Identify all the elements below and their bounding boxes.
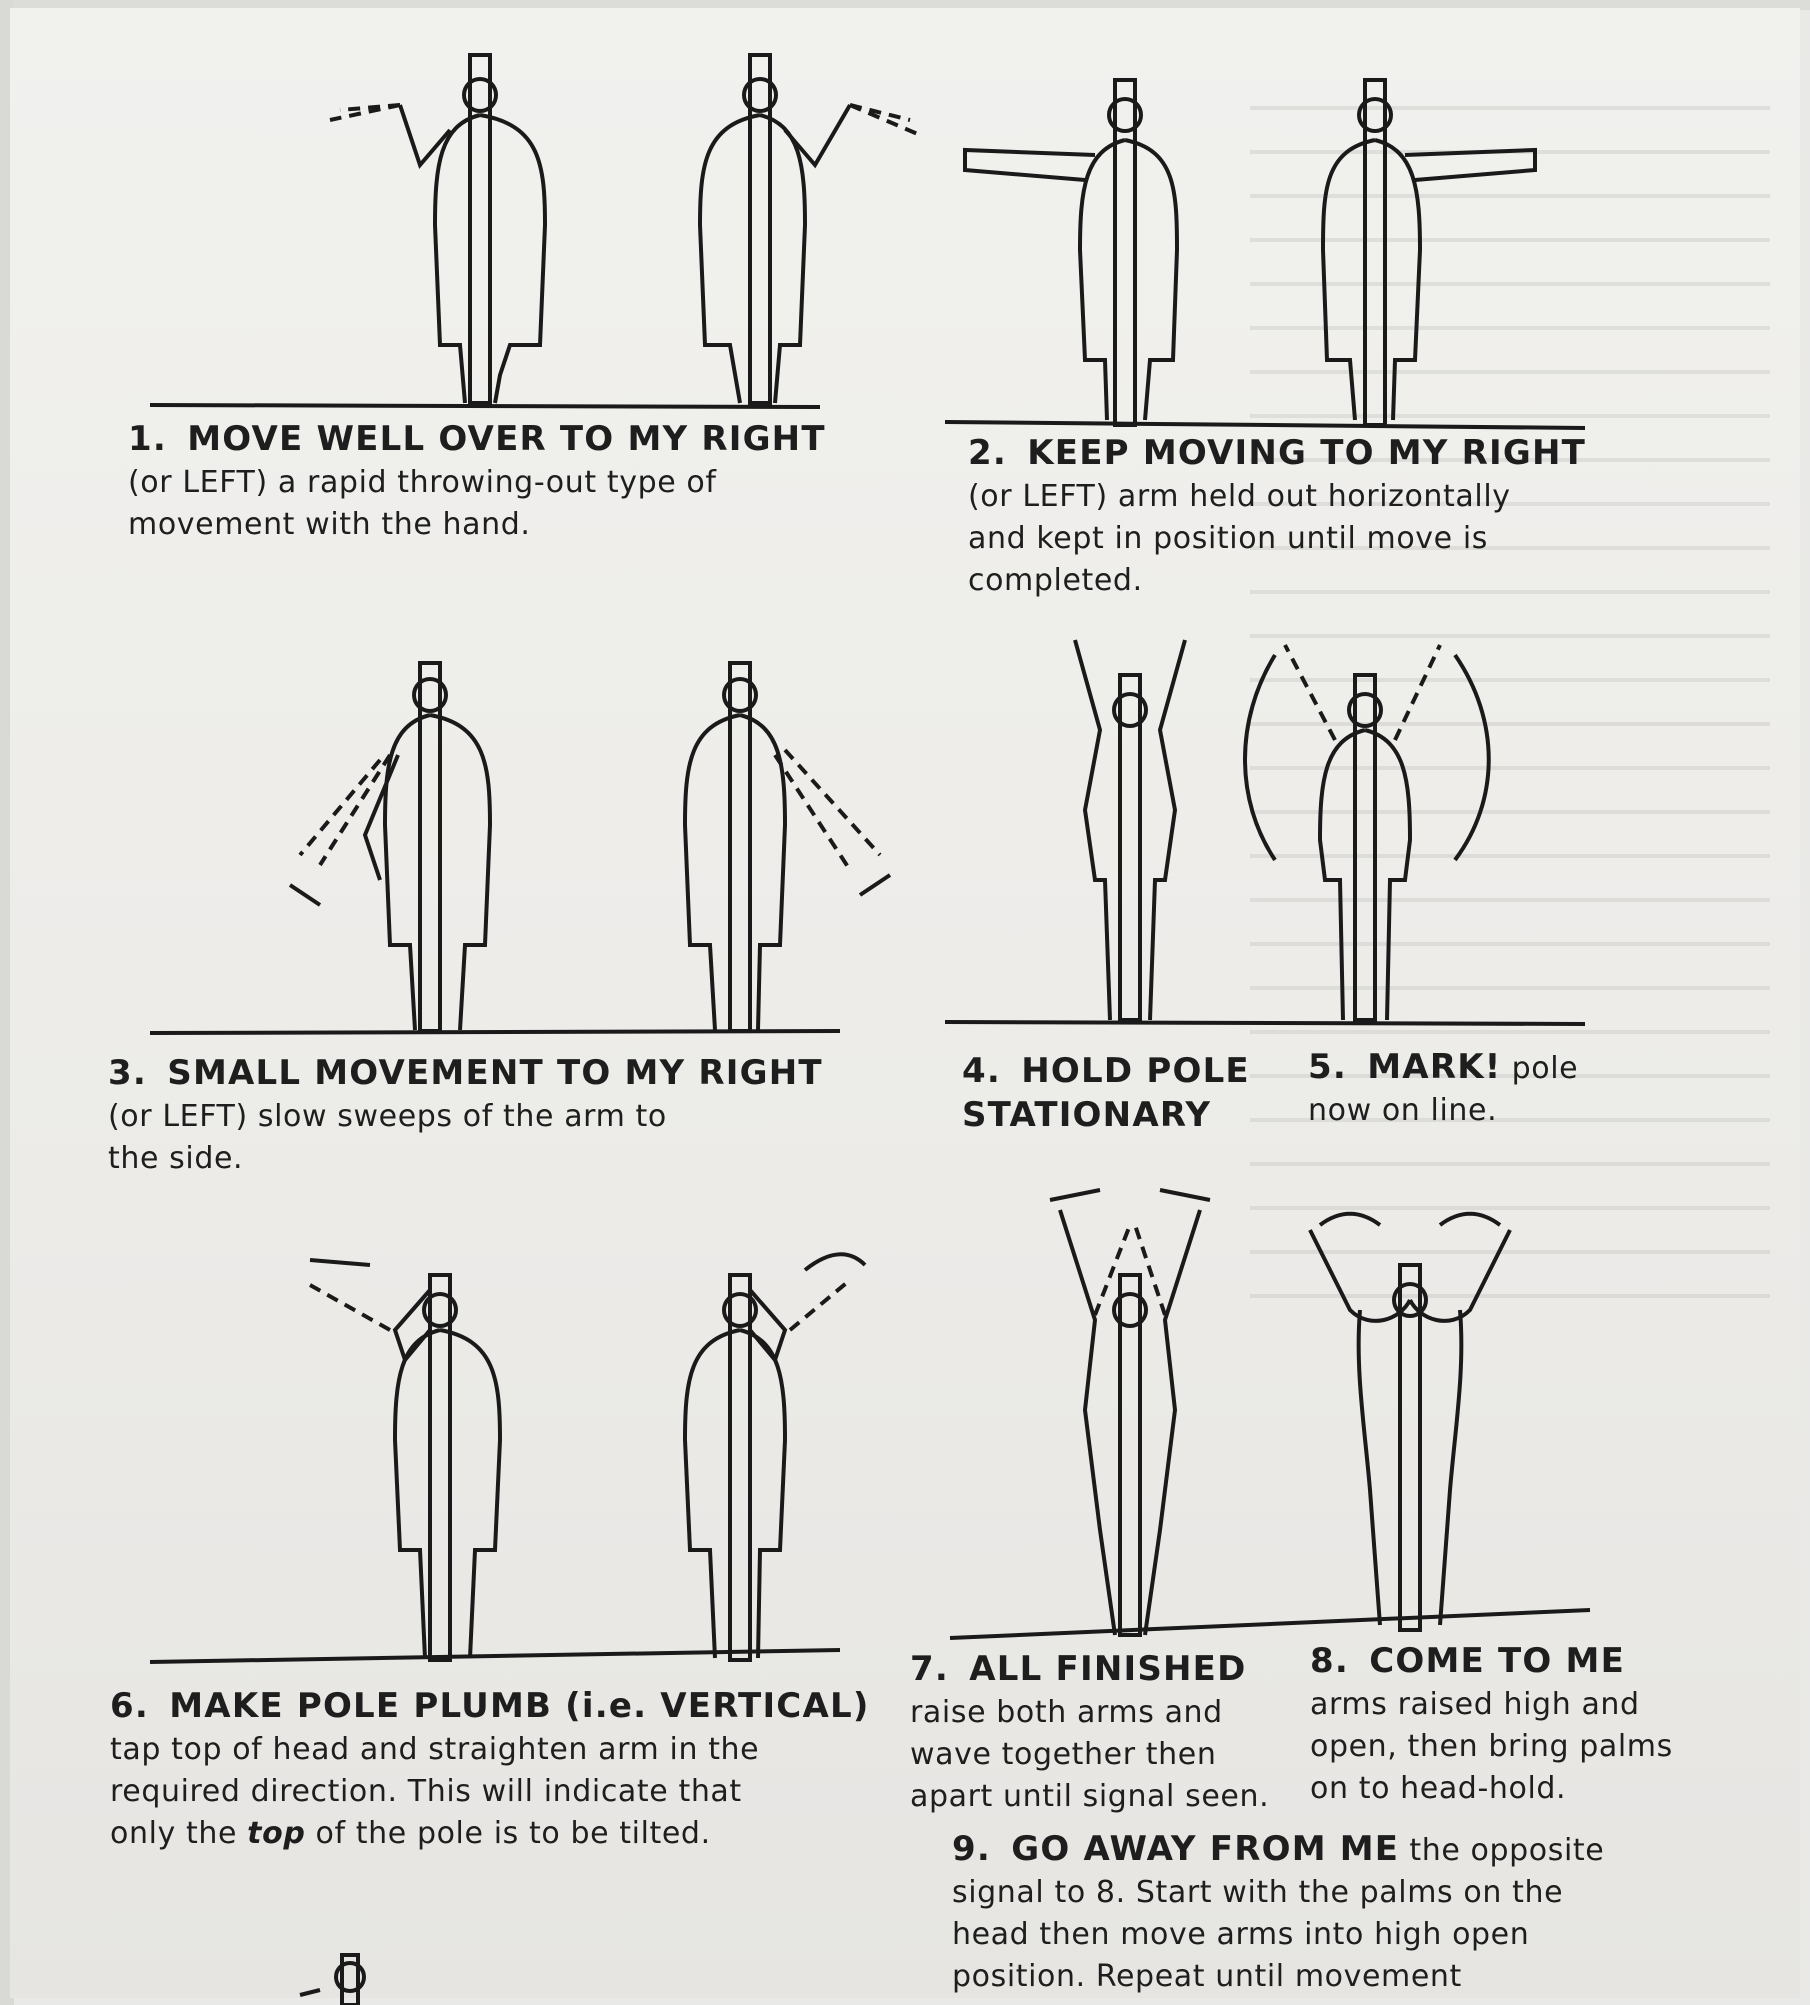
caption-1-line: movement with the hand. xyxy=(128,504,826,546)
caption-7-line: apart until signal seen. xyxy=(910,1776,1269,1818)
caption-5-line: now on line. xyxy=(1308,1090,1578,1132)
caption-2-line: (or LEFT) arm held out horizontally xyxy=(968,476,1586,518)
figure-7-8-finished-and-come xyxy=(950,1170,1610,1650)
caption-6-last-suffix: of the pole is to be tilted. xyxy=(305,1816,710,1851)
caption-5: 5. MARK! pole now on line. xyxy=(1308,1046,1578,1132)
caption-2-line: completed. xyxy=(968,560,1586,602)
caption-4-heading: HOLD POLE xyxy=(1021,1051,1250,1091)
caption-1: 1. MOVE WELL OVER TO MY RIGHT (or LEFT) … xyxy=(128,418,826,546)
caption-8-line: on to head-hold. xyxy=(1310,1768,1673,1810)
caption-2-line: and kept in position until move is xyxy=(968,518,1586,560)
caption-3-number: 3. xyxy=(108,1053,147,1093)
caption-9-line: head then move arms into high open xyxy=(952,1914,1604,1956)
figure-9-partial xyxy=(300,1955,420,2005)
caption-9-number: 9. xyxy=(952,1829,991,1869)
caption-1-heading: MOVE WELL OVER TO MY RIGHT xyxy=(187,419,825,459)
caption-8-number: 8. xyxy=(1310,1641,1349,1681)
caption-7-line: wave together then xyxy=(910,1734,1269,1776)
caption-6-last-prefix: only the xyxy=(110,1816,247,1851)
caption-8-line: arms raised high and xyxy=(1310,1684,1673,1726)
figure-4-5-hold-and-mark xyxy=(945,630,1605,1040)
caption-9-first-tail: the opposite xyxy=(1409,1833,1604,1868)
caption-6-number: 6. xyxy=(110,1686,149,1726)
caption-7-number: 7. xyxy=(910,1649,949,1689)
figure-1-move-well-over xyxy=(150,25,830,415)
caption-4-number: 4. xyxy=(962,1051,1001,1091)
caption-9-line: signal to 8. Start with the palms on the xyxy=(952,1872,1604,1914)
caption-9-heading: GO AWAY FROM ME xyxy=(1011,1829,1399,1869)
caption-8-line: open, then bring palms xyxy=(1310,1726,1673,1768)
caption-7: 7. ALL FINISHED raise both arms and wave… xyxy=(910,1648,1269,1818)
caption-2-number: 2. xyxy=(968,433,1007,473)
caption-4-heading-2: STATIONARY xyxy=(962,1094,1250,1136)
caption-1-number: 1. xyxy=(128,419,167,459)
caption-5-number: 5. xyxy=(1308,1047,1347,1087)
caption-9-line: position. Repeat until movement xyxy=(952,1956,1604,1998)
caption-6-emphasis: top xyxy=(247,1816,305,1851)
caption-3-heading: SMALL MOVEMENT TO MY RIGHT xyxy=(167,1053,823,1093)
caption-7-line: raise both arms and xyxy=(910,1692,1269,1734)
caption-6: 6. MAKE POLE PLUMB (i.e. VERTICAL) tap t… xyxy=(110,1685,870,1855)
caption-3-line: (or LEFT) slow sweeps of the arm to xyxy=(108,1096,823,1138)
caption-2: 2. KEEP MOVING TO MY RIGHT (or LEFT) arm… xyxy=(968,432,1586,602)
caption-6-line: required direction. This will indicate t… xyxy=(110,1771,870,1813)
caption-3-line: the side. xyxy=(108,1138,823,1180)
caption-3: 3. SMALL MOVEMENT TO MY RIGHT (or LEFT) … xyxy=(108,1052,823,1180)
caption-9: 9. GO AWAY FROM ME the opposite signal t… xyxy=(952,1828,1604,1998)
caption-7-heading: ALL FINISHED xyxy=(969,1649,1246,1689)
figure-6-make-pole-plumb xyxy=(150,1250,850,1670)
caption-8: 8. COME TO ME arms raised high and open,… xyxy=(1310,1640,1673,1810)
figure-2-keep-moving xyxy=(945,60,1605,440)
caption-6-heading: MAKE POLE PLUMB (i.e. VERTICAL) xyxy=(169,1686,869,1726)
caption-4: 4. HOLD POLE STATIONARY xyxy=(962,1050,1250,1136)
caption-5-first: pole xyxy=(1512,1051,1579,1086)
caption-1-line: (or LEFT) a rapid throwing-out type of xyxy=(128,462,826,504)
caption-5-heading: MARK! xyxy=(1367,1047,1501,1087)
caption-6-line: tap top of head and straighten arm in th… xyxy=(110,1729,870,1771)
figure-3-small-movement xyxy=(150,655,850,1055)
caption-2-heading: KEEP MOVING TO MY RIGHT xyxy=(1027,433,1586,473)
caption-8-heading: COME TO ME xyxy=(1369,1641,1625,1681)
